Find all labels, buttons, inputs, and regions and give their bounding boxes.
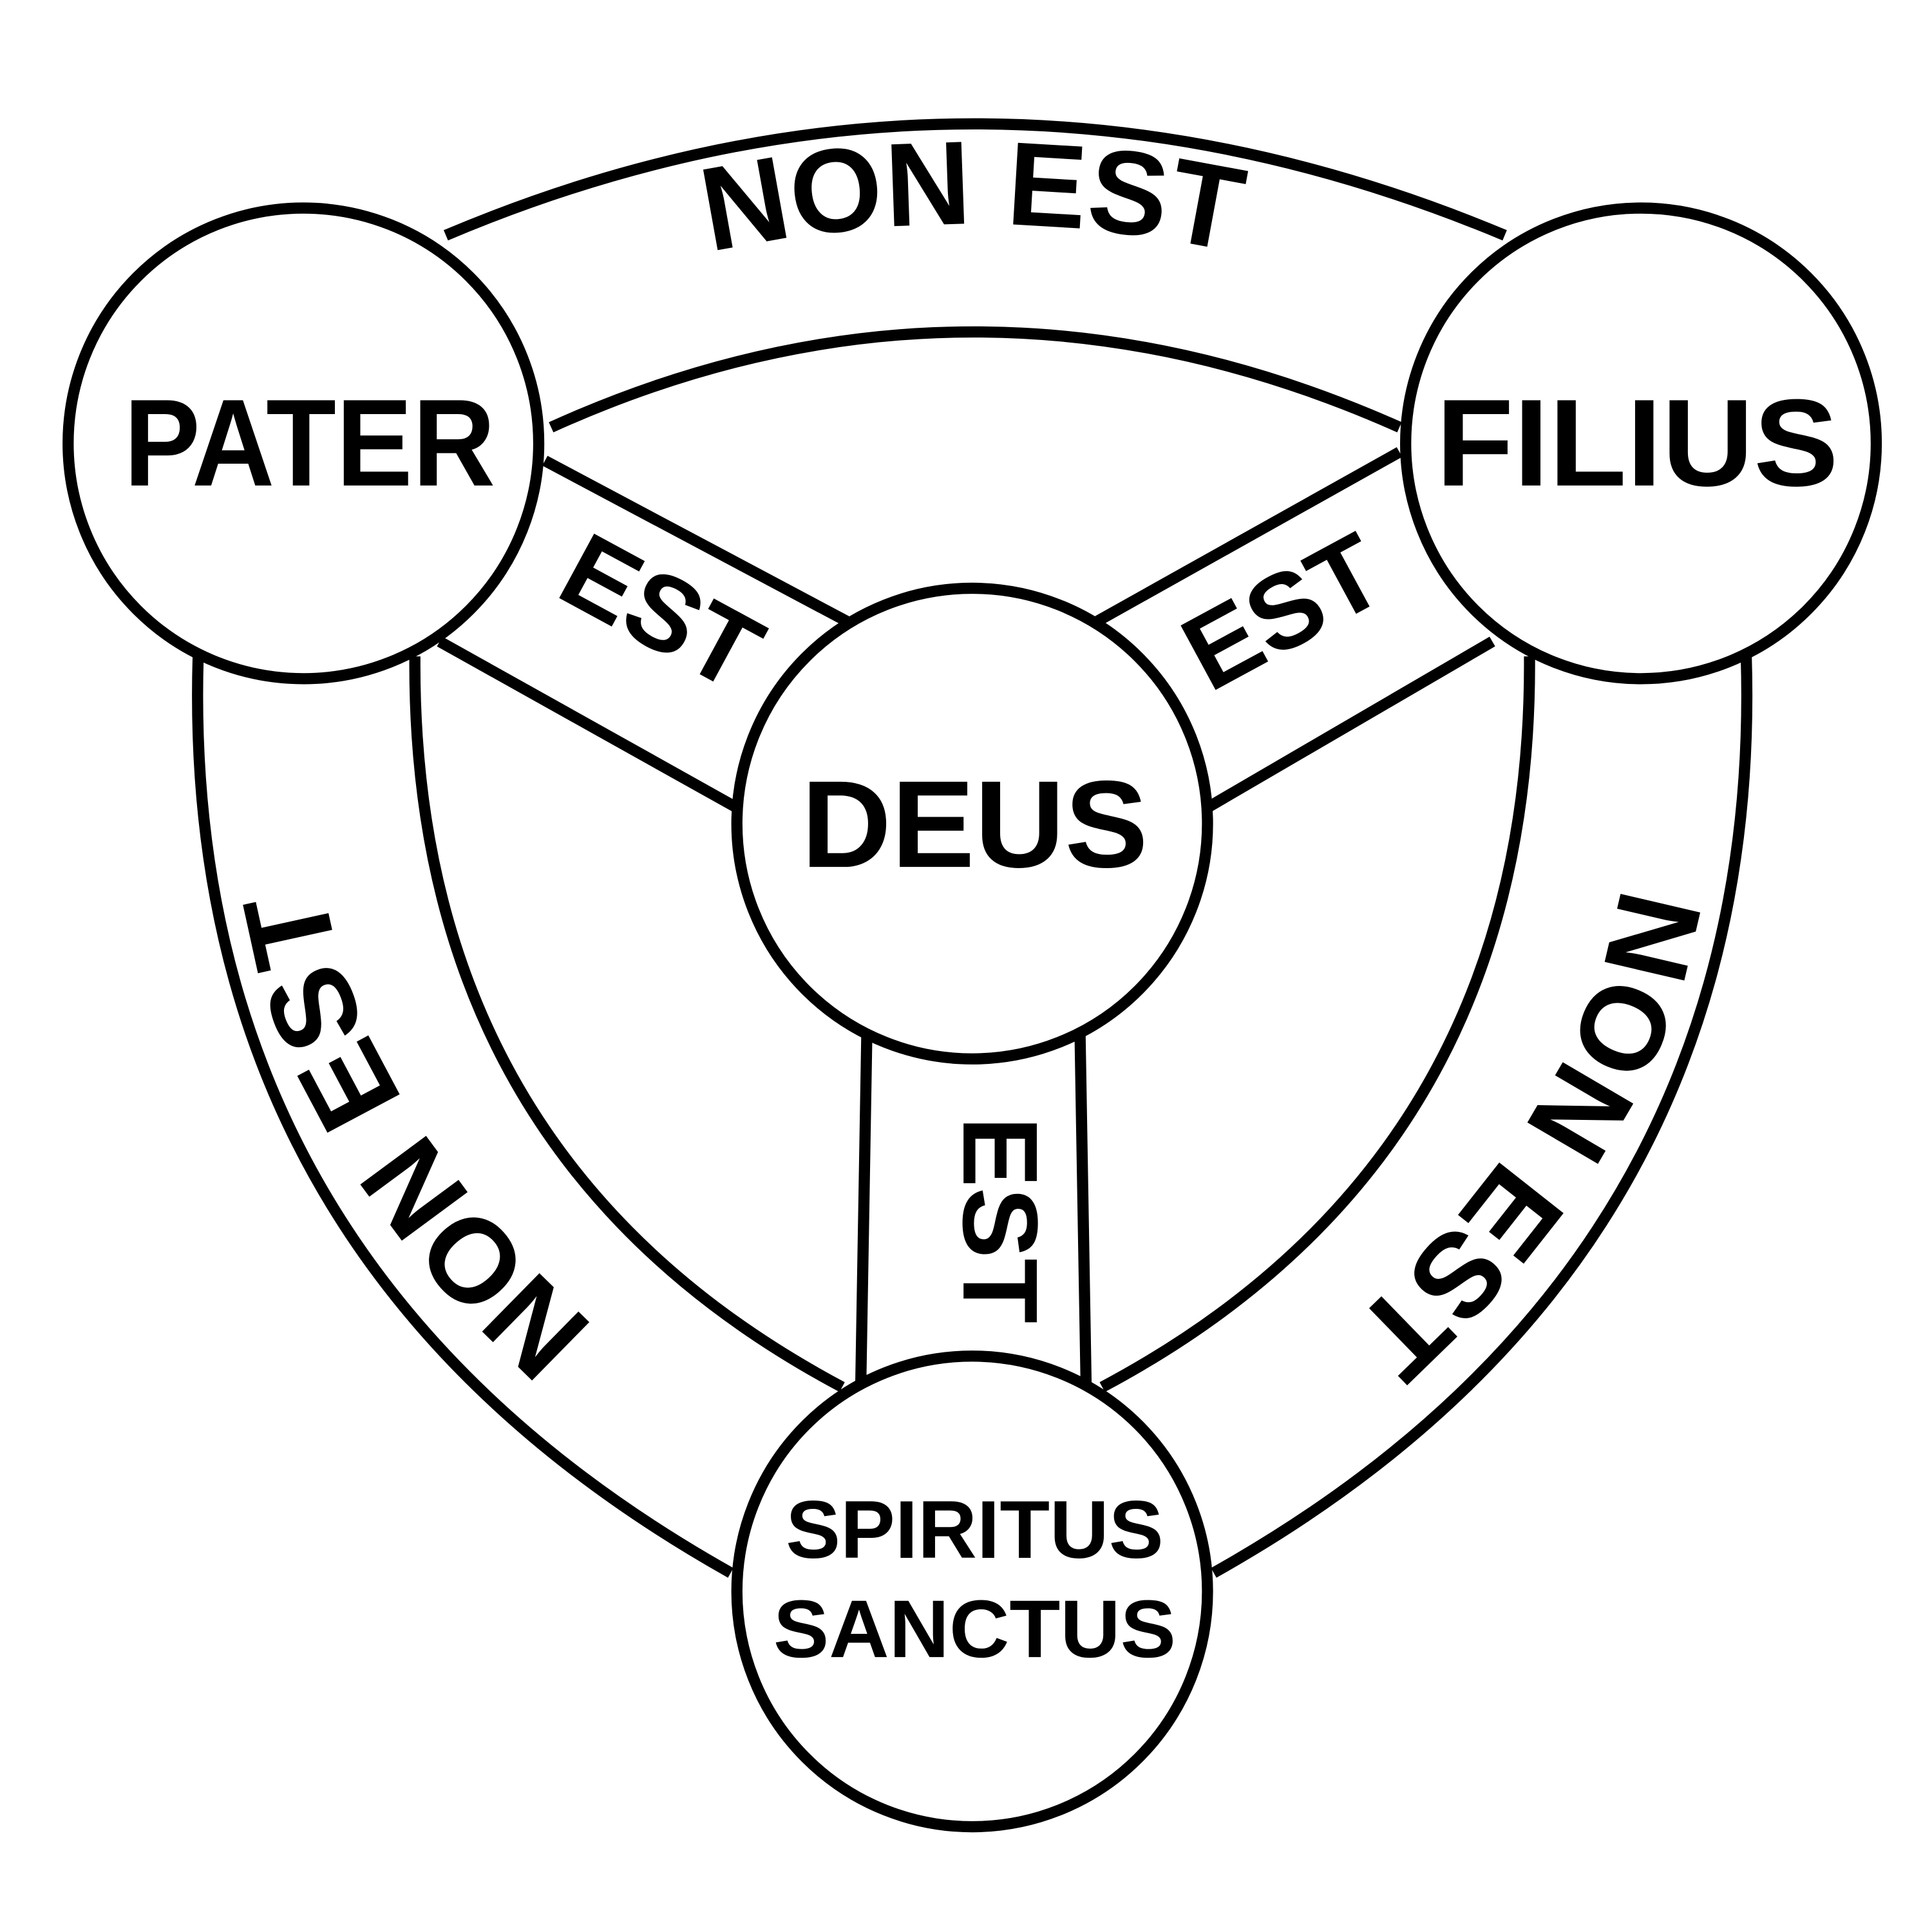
band-pater-filius-inner	[549, 326, 1402, 433]
spoke-pater-deus-bottom	[437, 636, 746, 817]
spoke-spiritus-deus-right	[1074, 1028, 1092, 1387]
band-filius-spiritus-inner	[1099, 656, 1535, 1392]
band-pater-spiritus-outer	[192, 656, 734, 1578]
spoke-spiritus-deus-left	[855, 1028, 873, 1387]
spoke-filius-deus-top	[1087, 447, 1403, 630]
node-filius: FILIUS	[1400, 202, 1882, 685]
node-deus-label: DEUS	[801, 755, 1148, 893]
spoke-pater-deus-top	[542, 455, 857, 630]
node-pater-label: PATER	[124, 374, 495, 512]
node-spiritus-sanctus: SPIRITUS SANCTUS	[731, 1350, 1213, 1833]
spoke-filius-deus-bottom	[1198, 636, 1495, 817]
node-spiritus-label-line2: SANCTUS	[773, 1583, 1176, 1674]
node-deus: DEUS	[731, 582, 1213, 1065]
label-pater-deus: EST	[542, 510, 781, 714]
label-filius-deus: EST	[1164, 510, 1403, 714]
node-filius-label: FILIUS	[1436, 374, 1839, 512]
band-pater-spiritus-inner	[409, 656, 845, 1392]
node-spiritus-label-line1: SPIRITUS	[786, 1484, 1164, 1575]
label-spiritus-deus: EST	[940, 1116, 1059, 1323]
band-pater-filius-outer	[443, 118, 1507, 241]
node-pater: PATER	[62, 202, 545, 685]
label-pater-filius: NON EST	[691, 117, 1254, 277]
band-filius-spiritus-outer	[1211, 656, 1753, 1578]
